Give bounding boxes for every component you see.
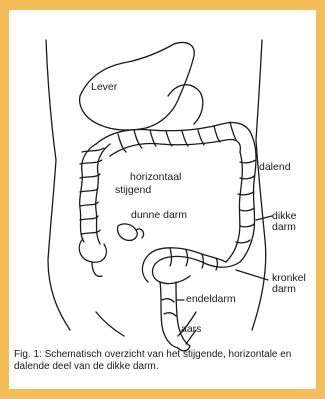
label-stijgend: stijgend (115, 185, 151, 196)
leader-kronkel-darm (236, 270, 268, 280)
cecum (79, 240, 106, 276)
label-lever: Lever (91, 82, 117, 93)
leader-dikke-darm (256, 216, 272, 220)
stomach-shape (168, 85, 203, 124)
label-kronkel-darm: kronkel darm (272, 273, 312, 295)
label-aars: aars (181, 324, 201, 335)
transverse-colon (96, 122, 252, 156)
hip-line-left (96, 312, 124, 336)
label-endeldarm: endeldarm (186, 294, 236, 305)
figure-caption: Fig. 1: Schematisch overzicht van het st… (14, 349, 312, 373)
descending-colon (226, 136, 256, 262)
label-dikke-darm: dikke darm (272, 211, 306, 233)
label-dalend: dalend (259, 162, 291, 173)
label-dunne-darm: dunne darm (131, 210, 187, 221)
sigmoid-colon (142, 248, 240, 284)
ascending-colon (80, 144, 110, 244)
small-intestine (117, 224, 143, 240)
torso-outline-left (46, 40, 70, 330)
label-horizontaal: horizontaal (130, 172, 181, 183)
